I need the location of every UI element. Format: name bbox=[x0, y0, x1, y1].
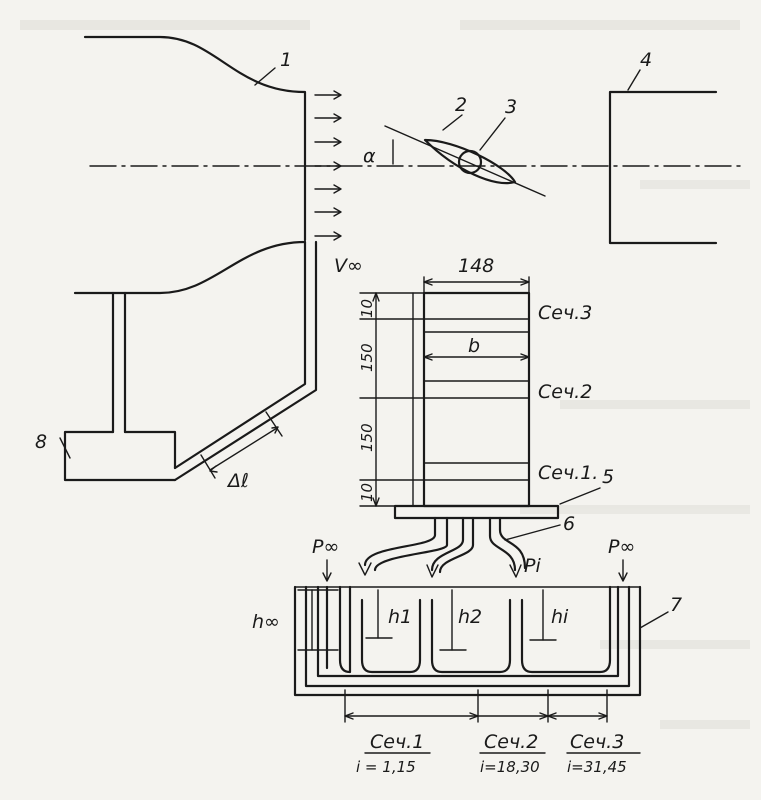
label-p-inf-left: P∞ bbox=[312, 536, 339, 558]
pressure-tubes bbox=[358, 516, 561, 578]
label-i-sec1: i = 1,15 bbox=[356, 758, 416, 776]
label-plate-5: 5 bbox=[602, 466, 614, 488]
label-width-148: 148 bbox=[458, 255, 494, 277]
airfoil-model bbox=[384, 114, 546, 197]
label-chord-b: b bbox=[468, 335, 480, 357]
label-section-1: Сеч.1. bbox=[538, 462, 598, 484]
label-dim-150-top: 150 bbox=[358, 343, 376, 372]
pressure-duct bbox=[59, 240, 318, 482]
label-p-i: Pi bbox=[524, 555, 541, 577]
manometer bbox=[293, 559, 669, 697]
collector bbox=[608, 69, 718, 245]
label-h-inf: h∞ bbox=[252, 611, 280, 633]
label-chamber-8: 8 bbox=[35, 431, 47, 453]
label-h1: h1 bbox=[388, 606, 412, 628]
labels: 1 2 3 4 5 6 7 8 α V∞ Δℓ 148 b 10 150 150… bbox=[35, 49, 682, 776]
label-section-3: Сеч.3 bbox=[538, 302, 592, 324]
label-manometer-7: 7 bbox=[670, 594, 682, 616]
bottom-dimensions bbox=[344, 689, 641, 754]
label-p-inf-right: P∞ bbox=[608, 536, 635, 558]
wing-section bbox=[359, 276, 601, 520]
label-section-2: Сеч.2 bbox=[538, 381, 592, 403]
label-v-inf: V∞ bbox=[334, 255, 363, 277]
label-axis-3: 3 bbox=[505, 96, 517, 118]
label-dim-10-bot: 10 bbox=[358, 483, 376, 502]
label-bottom-sec2: Сеч.2 bbox=[484, 731, 538, 753]
label-dim-10-top: 10 bbox=[358, 299, 376, 318]
background-bleed-text bbox=[20, 20, 750, 729]
label-delta-l: Δℓ bbox=[226, 470, 249, 492]
label-bottom-sec3: Сеч.3 bbox=[570, 731, 624, 753]
label-collector-4: 4 bbox=[640, 49, 652, 71]
label-alpha: α bbox=[363, 145, 376, 167]
label-nozzle-1: 1 bbox=[280, 49, 292, 71]
flow-arrows bbox=[314, 90, 342, 241]
nozzle bbox=[73, 35, 307, 295]
label-dim-150-bot: 150 bbox=[358, 423, 376, 452]
label-tubes-6: 6 bbox=[563, 513, 575, 535]
label-i-sec2: i=18,30 bbox=[480, 758, 540, 776]
label-h2: h2 bbox=[458, 606, 482, 628]
label-bottom-sec1: Сеч.1 bbox=[370, 731, 424, 753]
label-i-sec3: i=31,45 bbox=[567, 758, 627, 776]
label-hi: hi bbox=[551, 606, 569, 628]
label-model-2: 2 bbox=[455, 94, 467, 116]
